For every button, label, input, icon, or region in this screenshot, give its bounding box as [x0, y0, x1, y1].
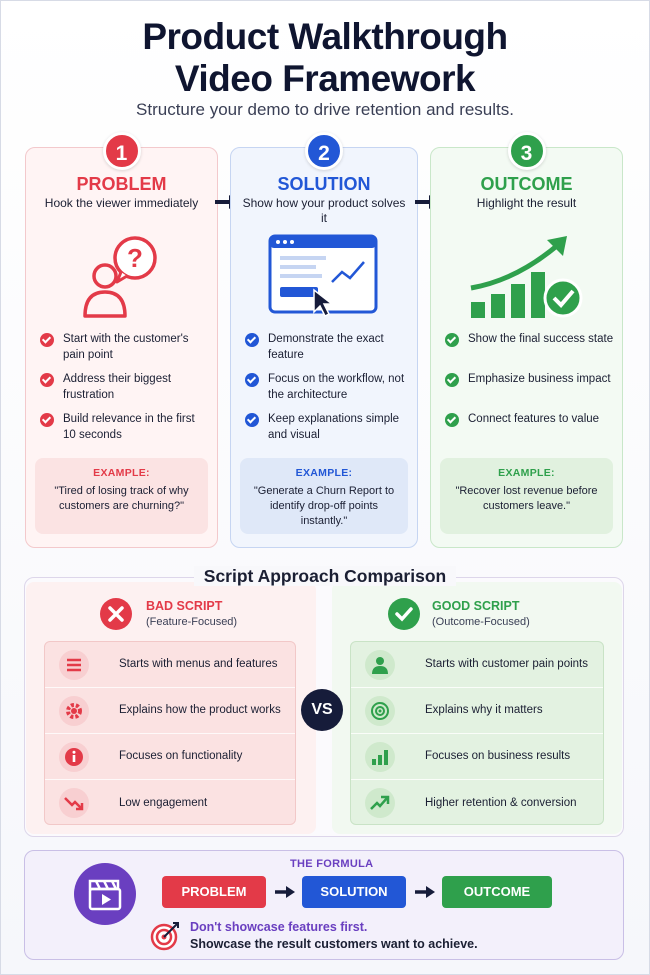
formula-tip-detail: Showcase the result customers want to ac… — [190, 937, 478, 951]
good-script-panel: GOOD SCRIPT (Outcome-Focused) Starts wit… — [332, 582, 622, 834]
step-heading: PROBLEM — [76, 174, 167, 194]
list-item: Explains why it matters — [351, 688, 603, 734]
list-item: Low engagement — [45, 780, 295, 826]
example-text: "Generate a Churn Report to identify dro… — [253, 485, 395, 527]
example-label: EXAMPLE: — [498, 467, 555, 479]
formula-step-problem: PROBLEM — [162, 876, 266, 908]
step-subheading: Show how your product solves it — [242, 196, 406, 225]
formula-label: THE FORMULA — [290, 858, 374, 870]
bad-script-subheading: (Feature-Focused) — [146, 616, 238, 628]
check-icon — [245, 333, 259, 347]
list-item: Demonstrate the exact feature — [245, 331, 409, 371]
gear-icon — [59, 695, 89, 726]
example-box: EXAMPLE: "Generate a Churn Report to ide… — [240, 458, 408, 534]
question-person-icon: ? — [77, 232, 167, 327]
svg-text:?: ? — [127, 243, 143, 273]
step-subheading: Hook the viewer immediately — [44, 196, 199, 210]
check-icon — [40, 333, 54, 347]
list-item: Starts with menus and features — [45, 642, 295, 688]
list-item: Start with the customer's pain point — [40, 331, 209, 371]
example-box: EXAMPLE: "Tired of losing track of why c… — [35, 458, 208, 534]
example-text: "Recover lost revenue before customers l… — [455, 485, 598, 512]
step-bullets: Show the final success state Emphasize b… — [445, 331, 614, 451]
list-item: Higher retention & conversion — [351, 780, 603, 826]
list-item: Focus on the workflow, not the architect… — [245, 371, 409, 411]
step-number-badge: 3 — [507, 132, 546, 170]
list-item: Connect features to value — [445, 411, 614, 451]
formula-step-outcome: OUTCOME — [442, 876, 552, 908]
check-icon — [245, 373, 259, 387]
good-script-heading: GOOD SCRIPT — [432, 599, 520, 613]
list-item: Starts with customer pain points — [351, 642, 603, 688]
trend-up-icon — [365, 788, 395, 818]
step-card-outcome: 3 OUTCOME Highlight the result Show the … — [430, 132, 623, 548]
comparison-title: Script Approach Comparison — [0, 566, 650, 587]
target-icon — [365, 695, 395, 726]
arrow-right-icon — [275, 886, 295, 898]
list-item: Show the final success state — [445, 331, 614, 371]
step-card-solution: 2 SOLUTION Show how your product solves … — [230, 132, 418, 548]
example-text: "Tired of losing track of why customers … — [54, 485, 189, 512]
bad-script-heading: BAD SCRIPT — [146, 599, 223, 613]
example-box: EXAMPLE: "Recover lost revenue before cu… — [440, 458, 613, 534]
step-heading: SOLUTION — [277, 174, 371, 194]
page-title-line2: Video Framework — [174, 58, 476, 99]
video-clapper-icon — [74, 863, 136, 925]
check-icon — [40, 373, 54, 387]
check-icon — [445, 333, 459, 347]
list-item: Explains how the product works — [45, 688, 295, 734]
list-item: Address their biggest frustration — [40, 371, 209, 411]
menu-icon — [59, 649, 89, 680]
check-icon — [245, 413, 259, 427]
check-icon — [40, 413, 54, 427]
step-bullets: Demonstrate the exact feature Focus on t… — [245, 331, 409, 451]
formula-step-solution: SOLUTION — [302, 876, 406, 908]
example-label: EXAMPLE: — [295, 467, 353, 479]
check-icon — [445, 373, 459, 387]
step-subheading: Highlight the result — [476, 196, 577, 210]
growth-chart-icon — [467, 232, 587, 329]
good-script-list: Starts with customer pain points Explain… — [350, 641, 604, 825]
vs-badge: VS — [301, 689, 343, 731]
person-icon — [365, 649, 395, 680]
list-item: Keep explanations simple and visual — [245, 411, 409, 451]
x-circle-icon — [100, 598, 132, 630]
bar-chart-icon — [365, 741, 395, 772]
example-label: EXAMPLE: — [93, 467, 150, 479]
check-icon — [445, 413, 459, 427]
good-script-subheading: (Outcome-Focused) — [432, 616, 530, 628]
step-heading: OUTCOME — [480, 174, 573, 194]
list-item: Focuses on business results — [351, 734, 603, 780]
step-bullets: Start with the customer's pain point Add… — [40, 331, 209, 451]
bad-script-list: Starts with menus and features Explains … — [44, 641, 296, 825]
step-number-badge: 1 — [102, 132, 141, 170]
page-title-line1: Product Walkthrough — [142, 16, 508, 57]
trend-down-icon — [59, 788, 89, 818]
list-item: Focuses on functionality — [45, 734, 295, 780]
product-window-icon — [268, 232, 380, 327]
step-card-problem: 1 PROBLEM Hook the viewer immediately ? … — [25, 132, 218, 548]
check-circle-icon — [388, 598, 420, 630]
list-item: Emphasize business impact — [445, 371, 614, 411]
bad-script-panel: BAD SCRIPT (Feature-Focused) Starts with… — [26, 582, 316, 834]
info-icon — [59, 741, 89, 772]
arrow-right-icon — [415, 886, 435, 898]
page-subtitle: Structure your demo to drive retention a… — [136, 100, 514, 119]
formula-tip: Don't showcase features first. — [190, 920, 368, 934]
step-number-badge: 2 — [305, 132, 343, 170]
list-item: Build relevance in the first 10 seconds — [40, 411, 209, 451]
target-icon — [150, 922, 179, 951]
